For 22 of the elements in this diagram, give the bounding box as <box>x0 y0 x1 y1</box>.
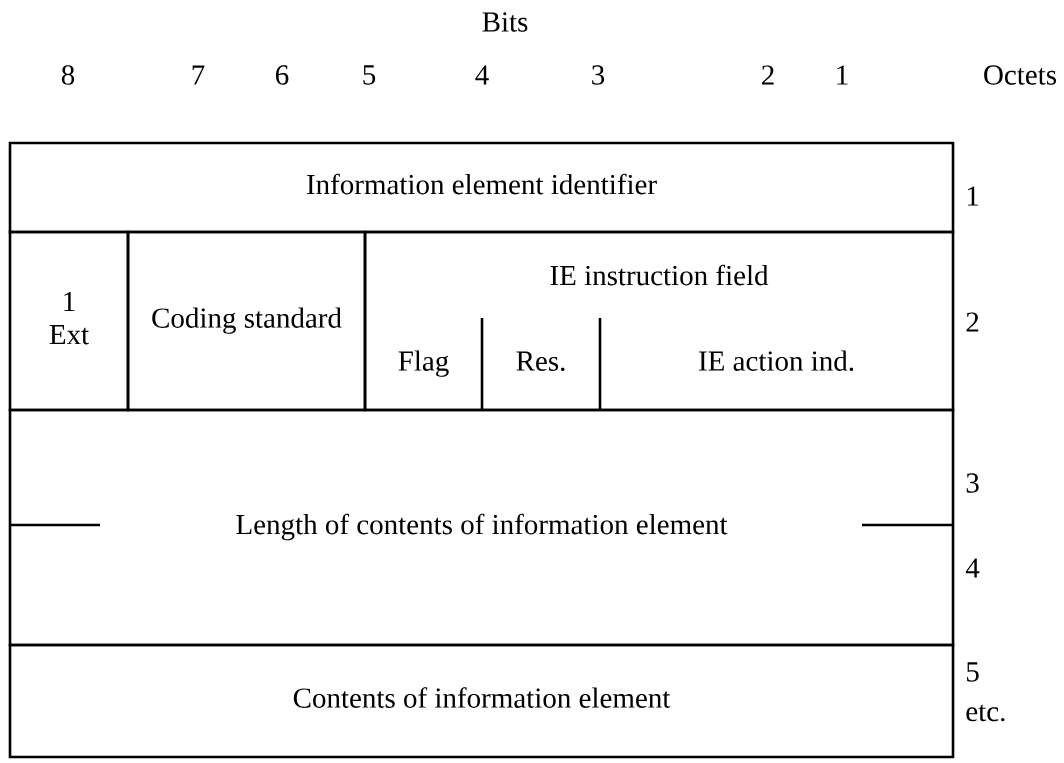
field-cell: 1 Ext <box>8 230 130 412</box>
axis-label: Octets <box>984 65 1057 85</box>
axis-label: 4 <box>475 65 489 85</box>
field-cell: Coding standard <box>126 230 367 412</box>
field-cell: Length of contents of information element <box>8 408 955 647</box>
axis-label: etc. <box>966 704 1005 722</box>
axis-label: 5 <box>967 662 979 682</box>
axis-label: 4 <box>965 558 980 578</box>
axis-label: 1 <box>837 65 848 85</box>
axis-label: 5 <box>363 65 376 85</box>
axis-label: 8 <box>61 65 75 85</box>
axis-label: 7 <box>192 65 205 85</box>
axis-label: 3 <box>592 65 605 85</box>
field-cell: Flag <box>398 350 449 377</box>
field-cell: Information element identifier <box>8 141 955 234</box>
axis-label: 6 <box>276 65 289 85</box>
field-cell: Res. <box>516 351 565 371</box>
axis-label: Bits <box>482 12 528 32</box>
axis-label: 2 <box>762 65 774 85</box>
field-cell: IE action ind. <box>699 350 854 371</box>
field-cell: Contents of information element <box>8 643 955 759</box>
axis-label: 2 <box>966 312 979 332</box>
